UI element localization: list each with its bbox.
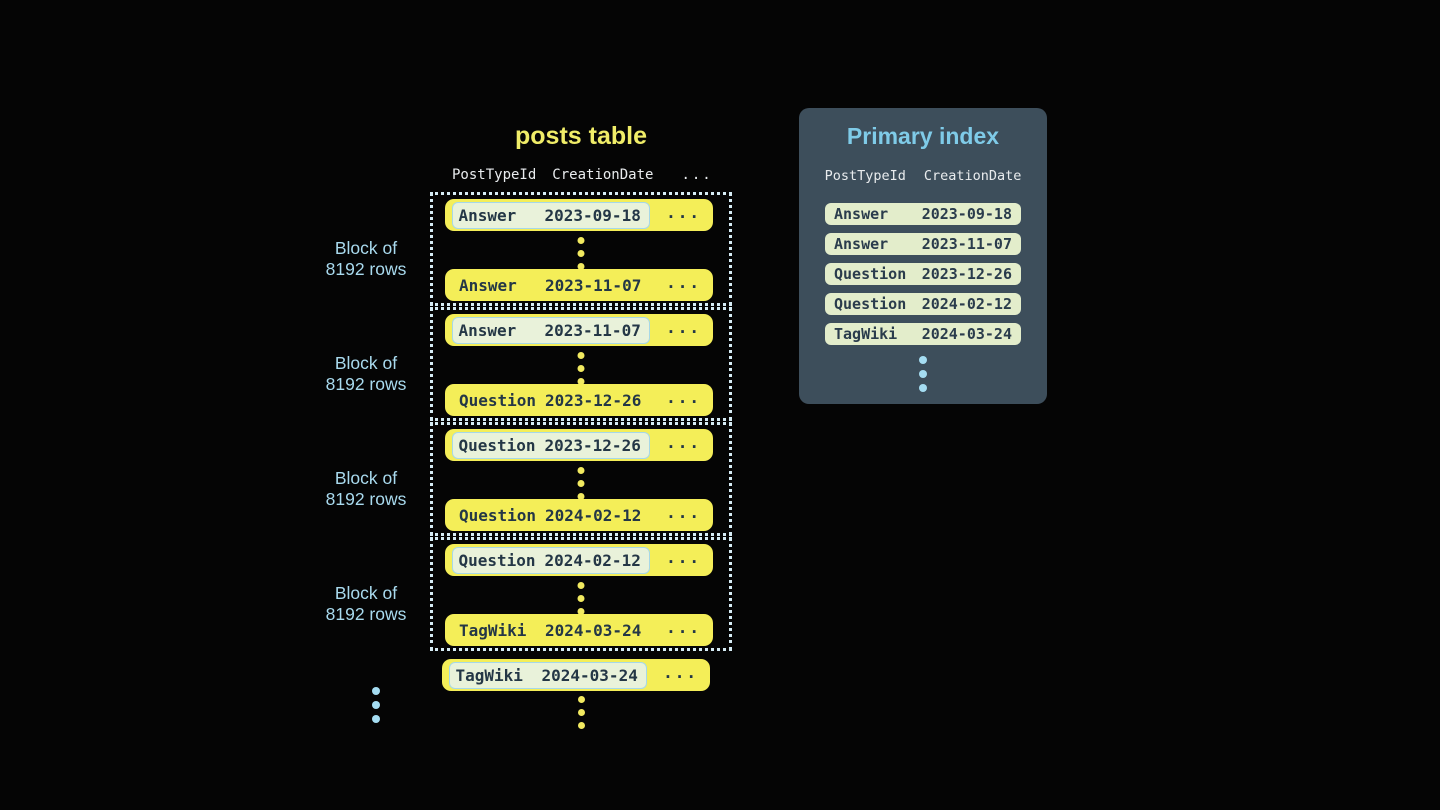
indexed-row-highlight: Answer 2023-09-18 <box>451 201 650 229</box>
posttypeid-value: TagWiki <box>455 665 523 685</box>
row-ellipsis: ... <box>666 432 701 452</box>
column-creationdate: CreationDate <box>552 167 654 183</box>
creationdate-value: 2024-02-12 <box>545 505 642 525</box>
row-block-3: Question 2023-12-26 ... Question 2024-02… <box>430 422 732 536</box>
block-label-line1: Block of <box>334 468 398 488</box>
table-row: Answer 2023-11-07 ... <box>445 314 713 346</box>
block-label-line2: 8192 rows <box>325 259 407 279</box>
vertical-ellipsis-dots <box>919 356 927 392</box>
row-block-4: Question 2024-02-12 ... TagWiki 2024-03-… <box>430 537 732 651</box>
row-ellipsis: ... <box>666 387 701 407</box>
index-entry: Question 2024-02-12 <box>825 293 1021 315</box>
creationdate-value: 2023-11-07 <box>544 320 641 340</box>
index-entry: Answer 2023-11-07 <box>825 233 1021 255</box>
row-ellipsis: ... <box>666 272 701 292</box>
row-block-1: Answer 2023-09-18 ... Answer 2023-11-07 … <box>430 192 732 306</box>
creationdate-value: 2023-12-26 <box>545 390 642 410</box>
indexed-row-highlight: TagWiki 2024-03-24 <box>448 661 647 689</box>
creationdate-value: 2024-02-12 <box>544 550 641 570</box>
block-label-line2: 8192 rows <box>325 489 407 509</box>
indexed-row-highlight: Question 2023-12-26 <box>451 431 650 459</box>
creationdate-value: 2023-12-26 <box>544 435 641 455</box>
block-label-line2: 8192 rows <box>325 604 407 624</box>
posttypeid-value: Question <box>458 435 536 455</box>
table-row: Question 2023-12-26 ... <box>445 384 713 416</box>
block-2-label: Block of 8192 rows <box>306 353 426 395</box>
creationdate-value: 2023-11-07 <box>545 275 642 295</box>
block-label-line1: Block of <box>334 238 398 258</box>
vertical-ellipsis-dots <box>577 352 585 385</box>
row-block-2: Answer 2023-11-07 ... Question 2023-12-2… <box>430 307 732 421</box>
table-row: Question 2023-12-26 ... <box>445 429 713 461</box>
creationdate-value: 2023-12-26 <box>921 265 1012 283</box>
posttypeid-value: Answer <box>458 205 517 225</box>
vertical-ellipsis-dots <box>577 467 585 500</box>
table-row: Answer 2023-09-18 ... <box>445 199 713 231</box>
table-row: Question 2024-02-12 ... <box>445 544 713 576</box>
vertical-ellipsis-dots <box>578 696 585 729</box>
row-ellipsis: ... <box>666 547 701 567</box>
index-entry: Answer 2023-09-18 <box>825 203 1021 225</box>
posttypeid-value: Answer <box>834 205 889 223</box>
creationdate-value: 2024-03-24 <box>545 620 642 640</box>
block-1-label: Block of 8192 rows <box>306 238 426 280</box>
table-row: TagWiki 2024-03-24 ... <box>445 614 713 646</box>
posttypeid-value: Question <box>834 295 907 313</box>
column-creationdate: CreationDate <box>923 168 1022 184</box>
creationdate-value: 2024-03-24 <box>921 325 1012 343</box>
creationdate-value: 2023-11-07 <box>921 235 1012 253</box>
creationdate-value: 2023-09-18 <box>544 205 641 225</box>
creationdate-value: 2024-02-12 <box>921 295 1012 313</box>
creationdate-value: 2024-03-24 <box>541 665 638 685</box>
table-row: Question 2024-02-12 ... <box>445 499 713 531</box>
block-3-label: Block of 8192 rows <box>306 468 426 510</box>
posttypeid-value: Question <box>834 265 907 283</box>
column-posttypeid: PostTypeId <box>824 168 906 184</box>
primary-index-title: Primary index <box>846 123 1000 149</box>
columns-ellipsis: ... <box>681 167 713 183</box>
posttypeid-value: TagWiki <box>834 325 898 343</box>
posttypeid-value: Answer <box>459 275 517 295</box>
vertical-ellipsis-dots <box>577 237 585 270</box>
table-row: Answer 2023-11-07 ... <box>445 269 713 301</box>
block-label-line1: Block of <box>334 583 398 603</box>
posttypeid-value: Answer <box>458 320 517 340</box>
primary-index-panel: Primary index PostTypeId CreationDate An… <box>799 108 1047 404</box>
row-ellipsis: ... <box>666 317 701 337</box>
row-ellipsis: ... <box>663 662 698 682</box>
posttypeid-value: Question <box>458 550 536 570</box>
vertical-ellipsis-dots <box>577 582 585 615</box>
posts-table-column-headers: PostTypeId CreationDate ... <box>430 167 732 183</box>
row-ellipsis: ... <box>666 502 701 522</box>
posttypeid-value: TagWiki <box>459 620 527 640</box>
posttypeid-value: Answer <box>834 235 889 253</box>
block-4-label: Block of 8192 rows <box>306 583 426 625</box>
indexed-row-highlight: Answer 2023-11-07 <box>451 316 650 344</box>
vertical-ellipsis-dots <box>372 687 380 723</box>
index-entry: TagWiki 2024-03-24 <box>825 323 1021 345</box>
block-label-line2: 8192 rows <box>325 374 407 394</box>
block-label-line1: Block of <box>334 353 398 373</box>
row-ellipsis: ... <box>666 617 701 637</box>
indexed-row-highlight: Question 2024-02-12 <box>451 546 650 574</box>
row-ellipsis: ... <box>666 202 701 222</box>
table-row-trailing: TagWiki 2024-03-24 ... <box>442 659 710 691</box>
creationdate-value: 2023-09-18 <box>921 205 1012 223</box>
primary-index-column-headers: PostTypeId CreationDate <box>799 168 1047 184</box>
column-posttypeid: PostTypeId <box>452 167 537 183</box>
posts-table-title: posts table <box>515 122 647 150</box>
posttypeid-value: Question <box>459 505 537 525</box>
posttypeid-value: Question <box>459 390 537 410</box>
index-entry: Question 2023-12-26 <box>825 263 1021 285</box>
